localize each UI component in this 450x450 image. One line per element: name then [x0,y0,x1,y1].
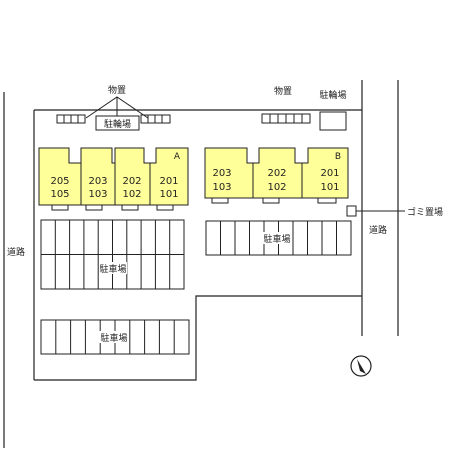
building-a-label: A [174,152,181,162]
building-b-units: 203 103 202 102 201 101 [212,168,339,193]
unit-number-upper: 202 [267,168,286,179]
road-right-label: 道路 [369,224,387,236]
unit-number-lower: 103 [88,189,107,200]
unit-number-lower: 101 [159,189,178,200]
site-bottom-edge [34,295,362,381]
bike-parking-right-label: 駐輪場 [319,89,346,101]
road-left-label: 道路 [7,246,25,258]
storage-right-label: 物置 [274,85,292,97]
garbage-area [346,205,357,217]
parking-lower-left-label: 駐車場 [100,332,127,344]
unit-number-lower: 103 [212,182,231,193]
unit-number-upper: 203 [212,168,231,179]
parking-right-label-bg [262,232,292,244]
storage-left-label: 物置 [108,84,126,96]
unit-number-upper: 203 [88,176,107,187]
parking-upper-left [40,219,185,290]
parking-upper-left-label-bg [99,262,127,274]
garbage-label: ゴミ置場 [407,206,443,218]
parking-lower-left [40,319,190,355]
parking-right-label: 駐車場 [263,233,290,245]
storage-right-units [261,113,311,124]
unit-number-lower: 105 [50,189,69,200]
building-b-label: B [335,152,341,162]
unit-number-lower: 102 [267,182,286,193]
building-b [204,147,349,199]
parking-lower-left-label-bg [99,331,129,343]
unit-number-upper: 205 [50,176,69,187]
parking-upper-left-label: 駐車場 [99,263,126,275]
storage-left-units [56,114,171,124]
bike-parking-right [319,111,347,131]
building-a-steps [51,204,174,211]
unit-number-upper: 201 [320,168,339,179]
building-b-steps [211,197,337,204]
unit-number-upper: 202 [122,176,141,187]
unit-number-upper: 201 [159,176,178,187]
parking-right [205,220,352,256]
unit-number-lower: 101 [320,182,339,193]
unit-number-lower: 102 [122,189,141,200]
north-arrow-icon [350,355,372,377]
bike-parking-left-label: 駐輪場 [104,118,131,130]
building-a-units: 205 105 203 103 202 102 201 101 [50,176,178,200]
